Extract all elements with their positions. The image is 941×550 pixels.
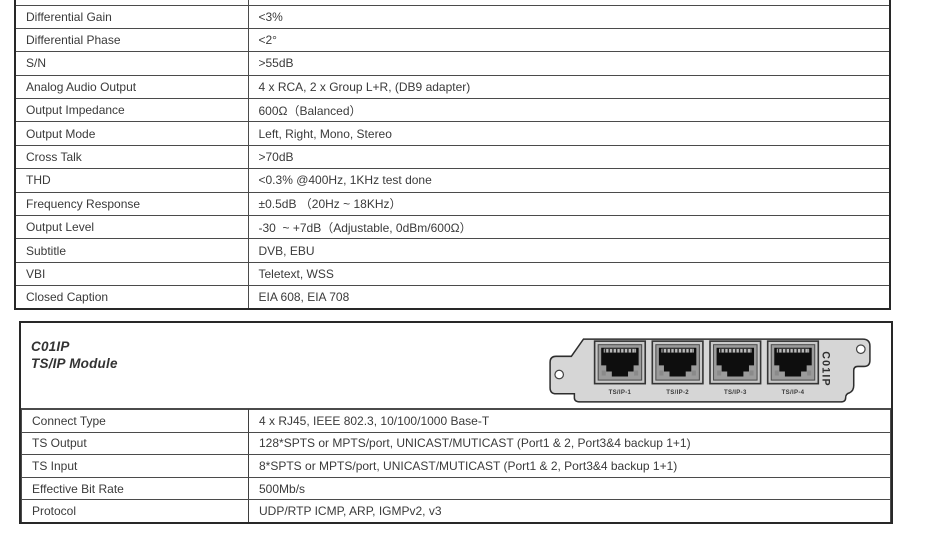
rj45-port-icon: [709, 340, 762, 385]
spec-value: ±0.5dB （20Hz ~ 18KHz）: [247, 191, 891, 217]
spec-row: Output Level -30 ~ +7dB（Adjustable, 0dBm…: [14, 215, 891, 240]
module-header: C01IP TS/IP Module: [21, 323, 891, 409]
spec-value: Left, Right, Mono, Stereo: [247, 121, 891, 146]
spec-row: Analog Audio Output 4 x RCA, 2 x Group L…: [14, 74, 891, 100]
spec-value: 128*SPTS or MPTS/port, UNICAST/MUTICAST …: [248, 431, 891, 456]
spec-label: Closed Caption: [14, 285, 249, 310]
spec-row: Differential Gain <3%: [14, 4, 891, 29]
spec-row: TS Input 8*SPTS or MPTS/port, UNICAST/MU…: [21, 454, 891, 478]
spec-row: Subtitle DVB, EBU: [14, 238, 891, 263]
spec-value: 8*SPTS or MPTS/port, UNICAST/MUTICAST (P…: [248, 454, 891, 478]
spec-label: TS Input: [21, 454, 249, 478]
module-code: C01IP: [31, 339, 70, 354]
spec-label: Output Impedance: [14, 98, 249, 123]
spec-label: Output Level: [14, 215, 249, 240]
spec-label: Protocol: [21, 499, 249, 523]
spec-value: 500Mb/s: [248, 476, 891, 501]
spec-row: TS Output 128*SPTS or MPTS/port, UNICAST…: [21, 431, 891, 456]
module-title: C01IP TS/IP Module: [31, 338, 118, 372]
spec-value: 600Ω（Balanced）: [247, 98, 891, 123]
spec-label: Output Mode: [14, 121, 249, 146]
spec-label: S/N: [14, 51, 249, 76]
spec-value: 4 x RCA, 2 x Group L+R, (DB9 adapter): [247, 74, 891, 100]
spec-value: <0.3% @400Hz, 1KHz test done: [247, 168, 891, 193]
spec-row: S/N >55dB: [14, 51, 891, 76]
spec-row: Protocol UDP/RTP ICMP, ARP, IGMPv2, v3: [21, 499, 891, 523]
module-spec-section: C01IP TS/IP Module: [19, 321, 893, 524]
spec-label: Cross Talk: [14, 144, 249, 170]
spec-value: >55dB: [247, 51, 891, 76]
spec-row: Differential Phase <2°: [14, 27, 891, 53]
port-label: TS/IP-3: [724, 390, 747, 396]
spec-value: <3%: [247, 4, 891, 29]
spec-row: Output Impedance 600Ω（Balanced）: [14, 98, 891, 123]
screw-hole-icon: [554, 369, 565, 380]
module-plate-label: C01IP: [819, 351, 831, 387]
spec-label: VBI: [14, 261, 249, 287]
spec-value: -30 ~ +7dB（Adjustable, 0dBm/600Ω）: [247, 215, 891, 240]
spec-row: Closed Caption EIA 608, EIA 708: [14, 285, 891, 310]
module-spec-table: Connect Type 4 x RJ45, IEEE 802.3, 10/10…: [21, 409, 891, 523]
spec-row: Output Mode Left, Right, Mono, Stereo: [14, 121, 891, 146]
spec-value: <2°: [247, 27, 891, 53]
spec-label: TS Output: [21, 431, 249, 456]
module-name: TS/IP Module: [31, 356, 118, 371]
spec-row: Effective Bit Rate 500Mb/s: [21, 476, 891, 501]
spec-row: Cross Talk >70dB: [14, 144, 891, 170]
spec-value: EIA 608, EIA 708: [247, 285, 891, 310]
spec-row: Connect Type 4 x RJ45, IEEE 802.3, 10/10…: [21, 409, 891, 433]
spec-value: DVB, EBU: [247, 238, 891, 263]
spec-label: THD: [14, 168, 249, 193]
spec-label: Effective Bit Rate: [21, 476, 249, 501]
spec-label: Differential Gain: [14, 4, 249, 29]
spec-value: Teletext, WSS: [247, 261, 891, 287]
spec-label: Frequency Response: [14, 191, 249, 217]
spec-label: Connect Type: [21, 409, 249, 433]
module-faceplate-image: TS/IP-1 TS/IP-2 TS/IP-3 TS/IP-4 C01IP: [549, 338, 871, 403]
spec-row: VBI Teletext, WSS: [14, 261, 891, 287]
port-label: TS/IP-2: [666, 390, 689, 396]
spec-row: Frequency Response ±0.5dB （20Hz ~ 18KHz）: [14, 191, 891, 217]
port-label: TS/IP-4: [782, 390, 805, 396]
port-label: TS/IP-1: [609, 390, 632, 396]
spec-label: Differential Phase: [14, 27, 249, 53]
spec-value: 4 x RJ45, IEEE 802.3, 10/100/1000 Base-T: [248, 409, 891, 433]
rj45-port-icon: [651, 340, 704, 385]
rj45-port-icon: [766, 340, 820, 385]
spec-value: UDP/RTP ICMP, ARP, IGMPv2, v3: [248, 499, 891, 523]
screw-hole-icon: [855, 344, 866, 355]
audio-spec-table: Differential Gain <3% Differential Phase…: [14, 0, 891, 311]
spec-label: Subtitle: [14, 238, 249, 263]
rj45-port-icon: [593, 340, 647, 385]
spec-row: THD <0.3% @400Hz, 1KHz test done: [14, 168, 891, 193]
spec-label: Analog Audio Output: [14, 74, 249, 100]
spec-value: >70dB: [247, 144, 891, 170]
